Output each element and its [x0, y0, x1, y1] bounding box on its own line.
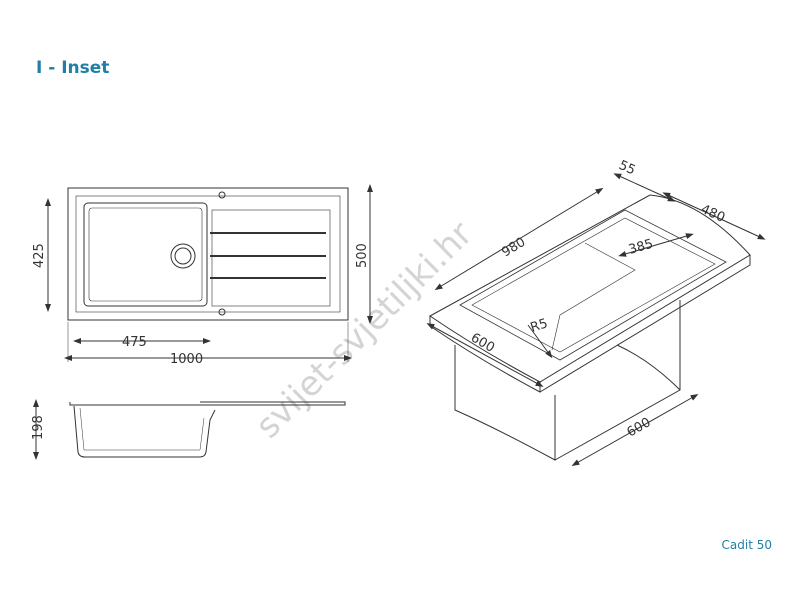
dim-line-600-front — [426, 323, 544, 387]
bowl-inner-edge — [551, 242, 636, 351]
drainer-ribs — [210, 232, 326, 279]
dim-line-385 — [618, 233, 694, 257]
dim-label-198: 198 — [31, 415, 46, 440]
dim-label-425: 425 — [32, 243, 47, 268]
side-bowl-profile — [73, 405, 216, 458]
bowl-inner — [88, 207, 203, 302]
tap-hole-bottom — [218, 308, 226, 316]
dim-label-980: 980 — [499, 235, 528, 261]
dim-line-480 — [662, 192, 766, 240]
dim-line-55 — [613, 173, 676, 202]
sink-outline — [67, 187, 349, 321]
top-view — [45, 184, 373, 362]
dim-label-1000: 1000 — [170, 352, 203, 367]
tap-hole-top — [218, 191, 226, 199]
side-bowl-inner — [79, 407, 205, 451]
countertop-side-edge — [539, 255, 751, 393]
side-view — [33, 399, 346, 460]
page-title: I - Inset — [36, 58, 110, 78]
dim-label-475: 475 — [122, 335, 147, 350]
sink-inner-outline — [75, 195, 341, 313]
cabinet-front — [454, 345, 556, 461]
dim-label-385: 385 — [627, 237, 655, 258]
drainer-area — [211, 209, 331, 307]
iso-view — [426, 173, 766, 466]
drain-inner — [174, 247, 192, 265]
dim-label-r5: R5 — [529, 316, 550, 336]
bowl-outline — [83, 202, 208, 307]
cabinet-wave — [616, 344, 681, 391]
model-name: Cadit 50 — [721, 538, 772, 552]
dim-line-600-side — [571, 394, 699, 466]
side-top-rim — [69, 401, 346, 406]
drain-outer — [170, 243, 196, 269]
countertop — [429, 194, 751, 383]
dim-label-55: 55 — [616, 158, 637, 178]
dim-label-500: 500 — [355, 243, 370, 268]
dim-line-980 — [434, 187, 604, 291]
